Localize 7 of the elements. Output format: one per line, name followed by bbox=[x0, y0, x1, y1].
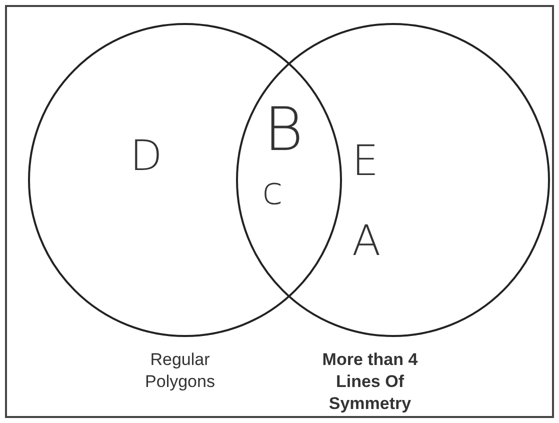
set-label: More than 4 Lines Of Symmetry bbox=[321, 349, 419, 415]
region-letter: D bbox=[130, 135, 162, 177]
region-letter: A bbox=[352, 220, 381, 262]
region-letter: B bbox=[264, 100, 304, 160]
region-letter: c bbox=[262, 172, 283, 210]
set-label: Regular Polygons bbox=[144, 349, 216, 393]
region-letter: E bbox=[352, 140, 379, 182]
